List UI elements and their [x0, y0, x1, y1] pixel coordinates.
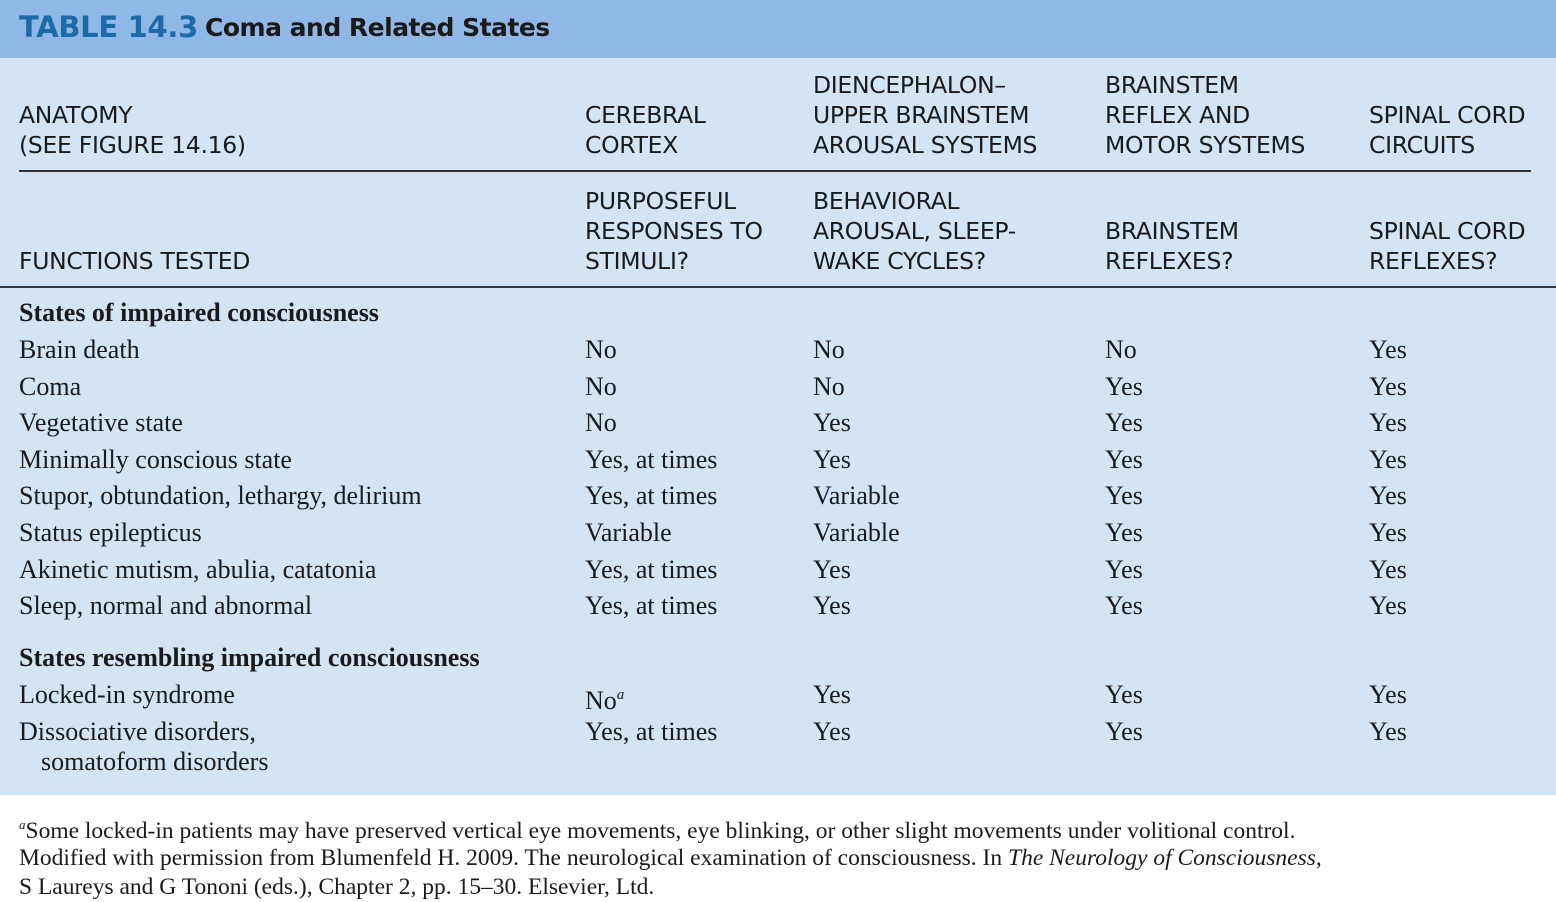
cell-brainstem: No [1105, 335, 1137, 364]
row-label: Akinetic mutism, abulia, catatonia [19, 555, 377, 584]
cell-arousal: No [813, 372, 845, 401]
row-label: Vegetative state [19, 408, 183, 437]
cell-arousal: Yes [813, 591, 851, 620]
cell-cortex: Yes, at times [585, 445, 718, 474]
row-label-continued: somatoform disorders [41, 747, 269, 776]
cell-brainstem: Yes [1105, 680, 1143, 709]
cell-brainstem: Yes [1105, 717, 1143, 746]
cell-cortex: Variable [585, 518, 672, 547]
table-title: Coma and Related States [205, 13, 550, 42]
table-number: TABLE 14.3 [19, 10, 199, 44]
cell-cortex: No [585, 408, 617, 437]
cell-arousal: Variable [813, 518, 900, 547]
cell-arousal: Yes [813, 680, 851, 709]
header-anatomy-label: ANATOMY(SEE FIGURE 14.16) [19, 101, 246, 159]
row-label: Coma [19, 372, 82, 401]
cell-brainstem: Yes [1105, 445, 1143, 474]
cell-brainstem: Yes [1105, 591, 1143, 620]
cell-brainstem: Yes [1105, 408, 1143, 437]
cell-brainstem: Yes [1105, 555, 1143, 584]
cell-arousal: Yes [813, 445, 851, 474]
source-note: Modified with permission from Blumenfeld… [19, 845, 1322, 871]
row-label: Stupor, obtundation, lethargy, delirium [19, 481, 422, 510]
header-functions-label: FUNCTIONS TESTED [19, 247, 251, 275]
cell-spinal: Yes [1369, 555, 1407, 584]
cell-cortex: No [585, 335, 617, 364]
cell-cortex: Yes, at times [585, 591, 718, 620]
cell-spinal: Yes [1369, 335, 1407, 364]
cell-arousal: Yes [813, 717, 851, 746]
header-bottom-divider [0, 286, 1556, 288]
cell-spinal: Yes [1369, 481, 1407, 510]
section-title-impaired: States of impaired consciousness [19, 298, 379, 327]
cell-cortex: Yes, at times [585, 481, 718, 510]
cell-spinal: Yes [1369, 445, 1407, 474]
cell-brainstem: Yes [1105, 518, 1143, 547]
cell-cortex: Noa [585, 686, 625, 715]
row-label: Brain death [19, 335, 140, 364]
row-label: Locked-in syndrome [19, 680, 235, 709]
cell-spinal: Yes [1369, 372, 1407, 401]
section-title-resembling: States resembling impaired consciousness [19, 643, 480, 672]
row-label: Status epilepticus [19, 518, 202, 547]
cell-arousal: Variable [813, 481, 900, 510]
cell-spinal: Yes [1369, 591, 1407, 620]
cell-arousal: Yes [813, 555, 851, 584]
table-body [0, 58, 1556, 795]
cell-cortex: Yes, at times [585, 555, 718, 584]
cell-cortex: Yes, at times [585, 717, 718, 746]
cell-spinal: Yes [1369, 408, 1407, 437]
footnote-marker: a [616, 687, 625, 703]
cell-spinal: Yes [1369, 680, 1407, 709]
cell-brainstem: Yes [1105, 481, 1143, 510]
table-title-bar: TABLE 14.3 Coma and Related States [0, 0, 1556, 58]
row-label: Sleep, normal and abnormal [19, 591, 313, 620]
footnote-a: aSome locked-in patients may have preser… [19, 817, 1296, 844]
cell-spinal: Yes [1369, 518, 1407, 547]
cell-arousal: Yes [813, 408, 851, 437]
row-label: Dissociative disorders, [19, 717, 256, 746]
cell-cortex: No [585, 372, 617, 401]
cell-spinal: Yes [1369, 717, 1407, 746]
cell-arousal: No [813, 335, 845, 364]
cell-brainstem: Yes [1105, 372, 1143, 401]
row-label: Minimally conscious state [19, 445, 292, 474]
source-note-line2: S Laureys and G Tononi (eds.), Chapter 2… [19, 874, 655, 900]
book-title: The Neurology of Consciousness [1008, 845, 1316, 871]
header-divider [19, 170, 1531, 172]
